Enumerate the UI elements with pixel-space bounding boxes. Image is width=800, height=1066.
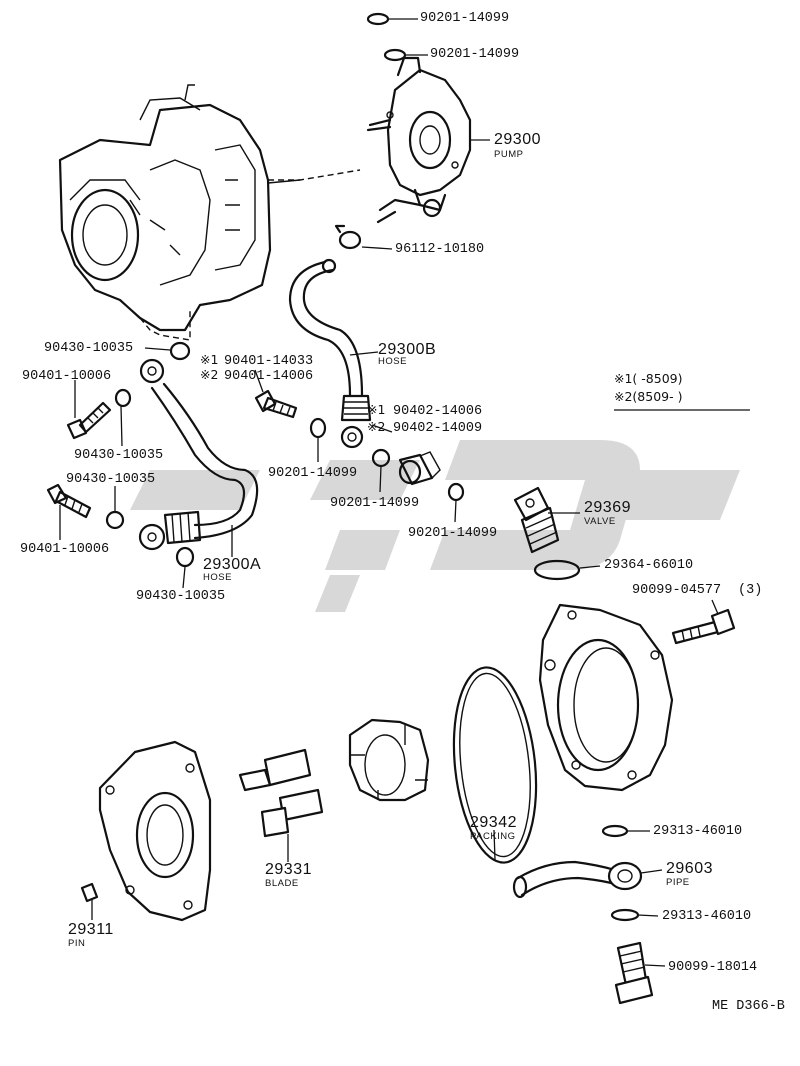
cover-plate — [98, 740, 212, 922]
label-washer-top2: 90201-14099 — [430, 47, 520, 62]
label-union-2: 90402-14009 — [393, 421, 483, 436]
gasket-left-bottom — [175, 546, 195, 568]
label-pipe-name: PIPE — [666, 877, 690, 888]
label-gasket-pipe-bottom: 29313-46010 — [662, 909, 752, 924]
note-mark-union-2: ※2 — [367, 419, 386, 434]
label-washer-right: 90201-14099 — [408, 526, 498, 541]
label-hose-a-name: HOSE — [203, 572, 232, 583]
gasket-left-mid2 — [105, 510, 125, 530]
pump-part — [366, 56, 472, 224]
gasket-left-mid — [114, 388, 132, 408]
gasket-pipe-bottom — [610, 908, 640, 922]
washer-top-2 — [383, 48, 407, 62]
label-gasket-pipe-top: 29313-46010 — [653, 824, 743, 839]
label-pin-number: 29311 — [68, 921, 114, 938]
label-hose-b-name: HOSE — [378, 356, 407, 367]
label-washer-top1: 90201-14099 — [420, 11, 510, 26]
label-packing-number: 29342 — [470, 814, 517, 831]
label-clamp: 96112-10180 — [395, 242, 485, 257]
rotor-part — [348, 718, 430, 802]
valve-part — [513, 486, 560, 554]
engine-block — [58, 84, 361, 341]
label-bolt-housing-qty: (3) — [738, 583, 763, 598]
label-bolt-center-2: 90401-14006 — [224, 369, 314, 384]
label-bolt-left-top: 90401-10006 — [22, 369, 112, 384]
union-bolt — [614, 941, 654, 1005]
note-range-1: ※1( -8509) — [614, 371, 683, 386]
label-blade-number: 29331 — [265, 861, 312, 878]
label-gasket-left-mid2: 90430-10035 — [66, 472, 156, 487]
washer-right — [447, 482, 465, 502]
label-packing-name: PACKING — [470, 831, 516, 842]
label-pipe-number: 29603 — [666, 860, 713, 877]
note-mark-union-1: ※1 — [367, 402, 386, 417]
label-hose-b-number: 29300B — [378, 341, 437, 358]
label-pump-name: PUMP — [494, 149, 524, 160]
union-fitting — [398, 451, 441, 486]
washer-center — [309, 417, 327, 439]
label-union-bolt: 90099-18014 — [668, 960, 758, 975]
label-bolt-housing: 90099-04577 — [632, 583, 722, 598]
label-pin-name: PIN — [68, 938, 86, 949]
label-washer-center: 90201-14099 — [268, 466, 358, 481]
label-gasket-left-top: 90430-10035 — [44, 341, 134, 356]
gasket-left-top — [169, 341, 191, 361]
label-blade-name: BLADE — [265, 878, 299, 889]
pump-housing — [538, 603, 674, 792]
label-valve-number: 29369 — [584, 499, 631, 516]
bolt-left-top — [66, 401, 112, 440]
gasket-valve — [533, 559, 581, 581]
label-gasket-left-bottom: 90430-10035 — [136, 589, 226, 604]
bolt-center — [254, 389, 298, 419]
note-mark-1: ※1 — [200, 352, 219, 367]
label-gasket-valve: 29364-66010 — [604, 558, 694, 573]
clamp-part — [334, 224, 362, 250]
note-range-2: ※2(8509- ) — [614, 389, 683, 404]
label-union-1: 90402-14006 — [393, 404, 483, 419]
label-bolt-left-bottom: 90401-10006 — [20, 542, 110, 557]
label-bolt-center-1: 90401-14033 — [224, 354, 314, 369]
label-valve-name: VALVE — [584, 516, 616, 527]
gasket-pipe-top — [601, 824, 629, 838]
pipe-part — [512, 860, 643, 899]
hose-b-part — [288, 258, 372, 449]
label-gasket-left-mid: 90430-10035 — [74, 448, 164, 463]
label-washer-center2: 90201-14099 — [330, 496, 420, 511]
bolt-left-bottom — [46, 483, 92, 519]
washer-top-1 — [366, 12, 390, 26]
note-mark-2: ※2 — [200, 367, 219, 382]
blade-part — [238, 748, 324, 838]
hose-a-part — [138, 358, 259, 551]
pin-part — [80, 882, 99, 903]
housing-bolt — [671, 608, 736, 645]
diagram-code: ME D366-B — [712, 999, 785, 1014]
label-pump-number: 29300 — [494, 131, 541, 148]
watermark-logo — [130, 440, 740, 612]
packing-part — [452, 666, 538, 864]
label-hose-a-number: 29300A — [203, 556, 262, 573]
